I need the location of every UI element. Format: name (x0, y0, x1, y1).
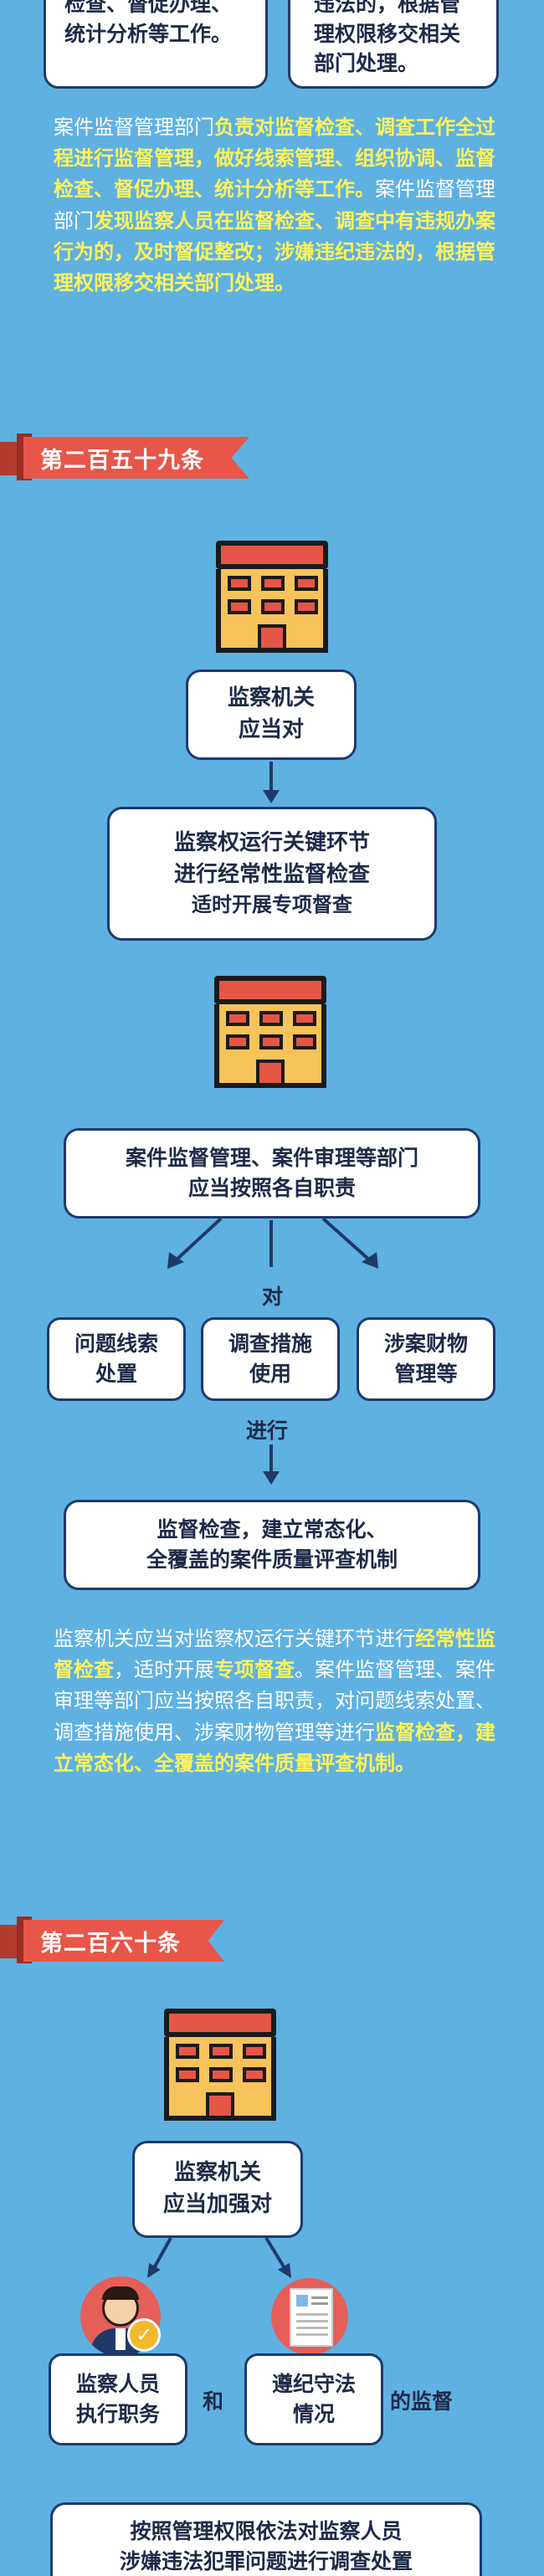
article-title-260: 第二百六十条 (23, 1920, 224, 1962)
article-banner-260: 第二百六十条 (0, 1917, 226, 1963)
box-officers-duty: 监察人员 执行职务 (49, 2353, 187, 2445)
box-line: 执行职务 (75, 2402, 160, 2426)
box-line: 按照管理权限依法对监察人员 (130, 2519, 403, 2543)
para-segment: 监察机关应当对监察权运行关键环节进行 (54, 1627, 415, 1650)
document-icon (271, 2278, 348, 2355)
box-authority-260: 监察机关 应当加强对 (132, 2141, 303, 2238)
box-line: 案件监督管理、案件审理等部门 (125, 1145, 418, 1170)
para-highlight: 监督检查，建立常态化、全覆盖的案件质量评查机制。 (54, 1720, 495, 1775)
para-segment: 案件监督管理部门 (54, 177, 495, 233)
arrow-down-icon (269, 762, 273, 790)
top-box-left-line: 检查、督促办理、 (64, 0, 233, 16)
box-line: 进行经常性监督检查 (173, 861, 370, 887)
box-line: 监督检查，建立常态化、 (157, 1516, 387, 1542)
top-box-right-line: 理权限移交相关 (314, 21, 461, 46)
para-highlight: 经常性监督检查 (54, 1627, 495, 1682)
box-line: 调查措施 (228, 1331, 312, 1356)
box-line: 适时开展专项督查 (192, 893, 352, 917)
box-line: 监察机关 (173, 2160, 261, 2186)
box-line: 管理等 (394, 1362, 458, 1386)
box-line: 应当对 (238, 717, 304, 742)
box-law-compliance: 遵纪守法 情况 (244, 2353, 383, 2445)
box-line: 问题线索 (74, 1331, 158, 1356)
branch-arrows (167, 1219, 378, 1269)
para-highlight: 发现监察人员在监督检查、调查中有违规办案行为的，及时督促整改；涉嫌违纪违法的，根… (54, 208, 495, 295)
paragraph-article-259: 监察机关应当对监察权运行关键环节进行经常性监督检查，适时开展专项督查。案件监督管… (54, 1624, 495, 1779)
box-line: 监察权运行关键环节 (173, 829, 370, 855)
label-dui: 对 (262, 1285, 284, 1309)
label-jinxing: 进行 (246, 1419, 289, 1443)
building-icon (214, 976, 326, 1088)
arrow-down-icon (269, 1445, 273, 1473)
para-segment: ，适时开展 (114, 1658, 214, 1682)
box-line: 应当加强对 (162, 2192, 272, 2217)
top-box-left: 检查、督促办理、 统计分析等工作。 (44, 0, 268, 89)
box-line: 监察人员 (75, 2371, 160, 2396)
top-box-right: 违法的，根据管 理权限移交相关 部门处理。 (288, 0, 499, 89)
building-icon (216, 541, 328, 653)
top-box-right-line: 部门处理。 (314, 51, 419, 75)
label-de-jiandu: 的监督 (390, 2389, 454, 2414)
para-highlight: 负责对监督检查、调查工作全过程进行监督管理，做好线索管理、组织协调、监督检查、督… (54, 115, 495, 202)
building-icon (164, 2009, 276, 2121)
para-segment: 。案件监督管理、案件审理等部门应当按照各自职责，对问题线索处置、调查措施使用、涉… (54, 1658, 495, 1744)
box-line: 应当按照各自职责 (187, 1176, 356, 1200)
box-line: 处置 (95, 1362, 137, 1386)
box-line: 全覆盖的案件质量评查机制 (146, 1547, 398, 1572)
paragraph-duties: 案件监督管理部门负责对监督检查、调查工作全过程进行监督管理，做好线索管理、组织协… (54, 112, 495, 299)
arrow-down-icon (263, 790, 280, 803)
article-banner-259: 第二百五十九条 (0, 434, 251, 480)
label-he: 和 (203, 2389, 224, 2414)
diverging-arrows (147, 2238, 291, 2278)
box-line: 遵纪守法 (271, 2371, 356, 2396)
box-line: 涉嫌违法犯罪问题进行调查处置 (119, 2549, 413, 2574)
top-box-left-line: 统计分析等工作。 (64, 21, 233, 46)
box-quality-review: 监督检查，建立常态化、 全覆盖的案件质量评查机制 (64, 1500, 480, 1590)
box-authority-259: 监察机关 应当对 (186, 670, 357, 760)
box-measures-use: 调查措施 使用 (201, 1317, 340, 1401)
box-investigation: 按照管理权限依法对监察人员 涉嫌违法犯罪问题进行调查处置 (50, 2502, 482, 2576)
article-title-259: 第二百五十九条 (23, 437, 249, 479)
check-badge-icon: ✓ (127, 2318, 161, 2352)
box-line: 涉案财物 (383, 1331, 468, 1356)
para-segment: 案件监督管理部门 (54, 115, 214, 139)
box-departments: 案件监督管理、案件审理等部门 应当按照各自职责 (64, 1128, 480, 1219)
para-highlight: 专项督查 (214, 1658, 295, 1682)
arrow-down-icon (269, 1220, 273, 1267)
box-key-links: 监察权运行关键环节 进行经常性监督检查 适时开展专项督查 (107, 807, 437, 941)
box-clue-handling: 问题线索 处置 (47, 1317, 186, 1401)
box-line: 使用 (249, 1362, 291, 1386)
top-box-right-line: 违法的，根据管 (314, 0, 461, 16)
box-line: 监察机关 (227, 685, 315, 711)
arrow-down-icon (263, 1471, 280, 1485)
box-line: 情况 (292, 2402, 335, 2426)
box-property-management: 涉案财物 管理等 (357, 1317, 495, 1401)
